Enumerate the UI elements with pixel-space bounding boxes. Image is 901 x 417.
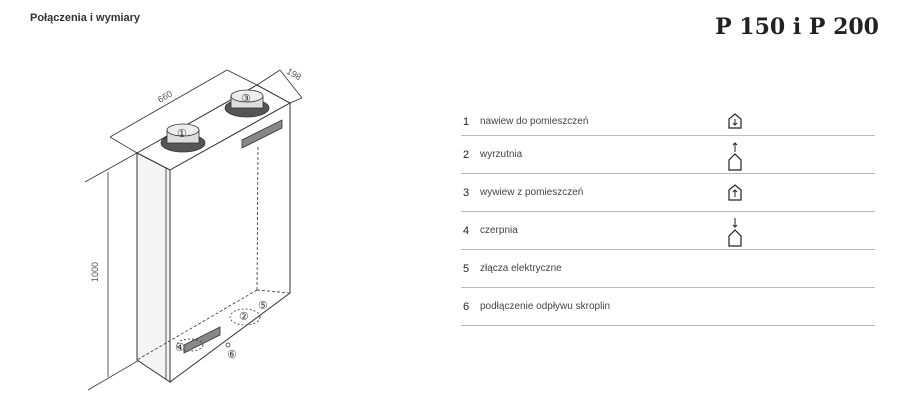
callout-5: ⑤	[258, 300, 268, 312]
legend-row: 2 wyrzutnia	[461, 136, 875, 174]
legend-row: 3 wywiew z pomieszczeń	[461, 174, 875, 212]
connections-legend: 1 nawiew do pomieszczeń 2 wyrzutnia 3 wy…	[461, 108, 875, 326]
legend-number: 3	[463, 186, 470, 199]
legend-number: 1	[463, 115, 470, 128]
legend-row: 1 nawiew do pomieszczeń	[461, 108, 875, 136]
house-arrow-up-inside-icon	[728, 184, 742, 201]
house-arrow-up-outside-icon	[728, 142, 742, 171]
height-dimension: 1000	[90, 262, 100, 282]
legend-number: 5	[463, 262, 470, 275]
house-arrow-down-outside-icon	[728, 218, 742, 247]
house-arrow-down-inside-icon	[728, 113, 742, 129]
section-title: Połączenia i wymiary	[30, 12, 141, 24]
legend-label: wywiew z pomieszczeń	[480, 187, 584, 198]
callout-1: ①	[177, 128, 187, 140]
legend-row: 6 podłączenie odpływu skroplin	[461, 288, 875, 326]
legend-label: nawiew do pomieszczeń	[480, 116, 589, 127]
legend-label: podłączenie odpływu skroplin	[480, 301, 611, 312]
legend-number: 2	[463, 148, 470, 161]
legend-number: 6	[463, 300, 470, 313]
legend-number: 4	[463, 224, 470, 237]
callout-6: ⑥	[227, 349, 237, 361]
legend-label: złącza elektryczne	[480, 263, 562, 274]
box-side	[136, 152, 171, 383]
width-dimension-line	[109, 69, 228, 138]
depth-dimension-line	[279, 69, 303, 99]
model-title: P 150 i P 200	[715, 14, 879, 40]
callout-4: ④	[175, 342, 185, 354]
legend-row: 5 złącza elektryczne	[461, 250, 875, 288]
legend-label: wyrzutnia	[480, 149, 523, 160]
legend-label: czerpnia	[480, 225, 518, 236]
box-front	[169, 102, 291, 383]
callout-2: ②	[239, 311, 249, 323]
legend-row: 4 czerpnia	[461, 212, 875, 250]
callout-3: ③	[241, 93, 251, 105]
